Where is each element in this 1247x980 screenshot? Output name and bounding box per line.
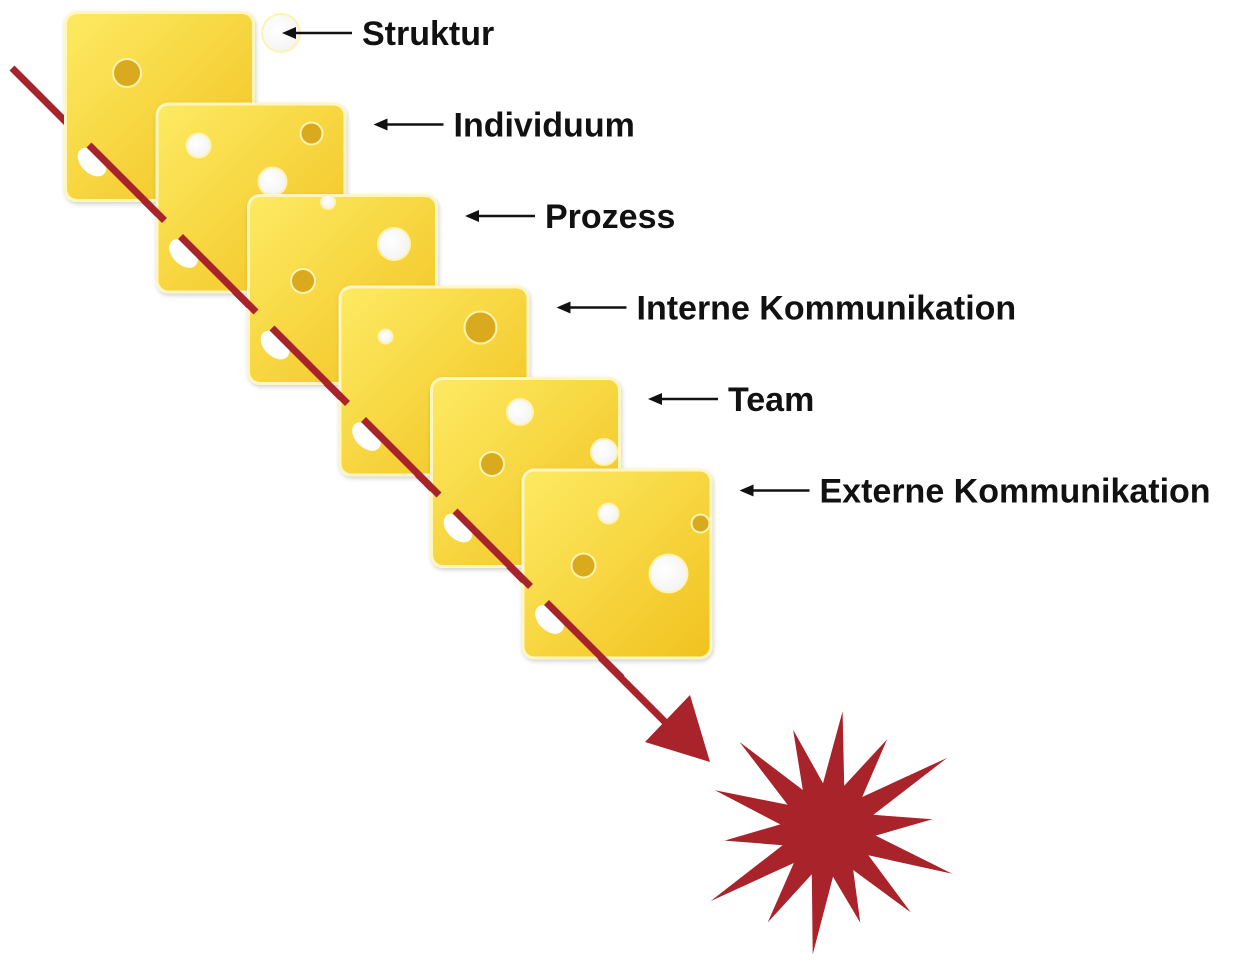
cheese-slice-icon [524,471,710,657]
cheese-hole [292,270,314,292]
hazard-trajectory-segments [86,142,625,681]
pointer-head [282,27,296,39]
cheese-hole [481,453,503,475]
pointer-head [465,210,479,222]
cheese-hole [259,168,286,195]
cheese-slice-6 [521,468,713,660]
pointer-head [373,118,388,131]
explosion-burst-icon [710,711,953,955]
slice-label-3: Prozess [545,198,675,236]
left-arrow-icon [282,27,352,39]
cheese-hole [650,555,687,592]
hazard-trajectory-segment [269,325,350,406]
cheese-hole [592,440,616,464]
pointer-head [556,301,571,314]
left-arrow-icon [373,118,444,131]
cheese-hole [263,15,299,51]
left-arrow-icon [556,301,627,314]
cheese-hole [187,134,210,157]
cheese-hole [114,60,140,86]
cheese-hole [379,330,392,343]
cheese-hole [322,196,334,208]
slice-label-1: Struktur [362,15,494,53]
explosion-burst [710,711,953,955]
left-arrow-icon [648,393,718,405]
cheese-slices [64,11,713,660]
cheese-hole [301,123,322,144]
hazard-trajectory-segment [544,600,625,681]
hazard-trajectory-segment [178,234,259,315]
cheese-hole [465,312,496,343]
slice-label-4: Interne Kommunikation [637,290,1017,328]
cheese-hole [572,554,595,577]
cheese-hole [379,229,409,259]
cheese-hole [599,504,618,523]
slice-label-2: Individuum [454,107,635,145]
pointer-head [739,484,754,497]
left-arrow-icon [739,484,810,497]
hazard-trajectory-segment [452,508,533,589]
pointer-head [648,393,662,405]
hazard-arrowhead [645,695,710,762]
hazard-arrow-icon [645,695,710,762]
hazard-trajectory-segment [361,417,442,498]
cheese-hole [508,400,532,424]
cheese-hole [692,515,709,532]
slice-label-5: Team [728,381,814,419]
left-arrow-icon [465,210,535,222]
hazard-trajectory-segment [86,142,167,223]
slice-label-6: Externe Kommunikation [820,473,1211,511]
